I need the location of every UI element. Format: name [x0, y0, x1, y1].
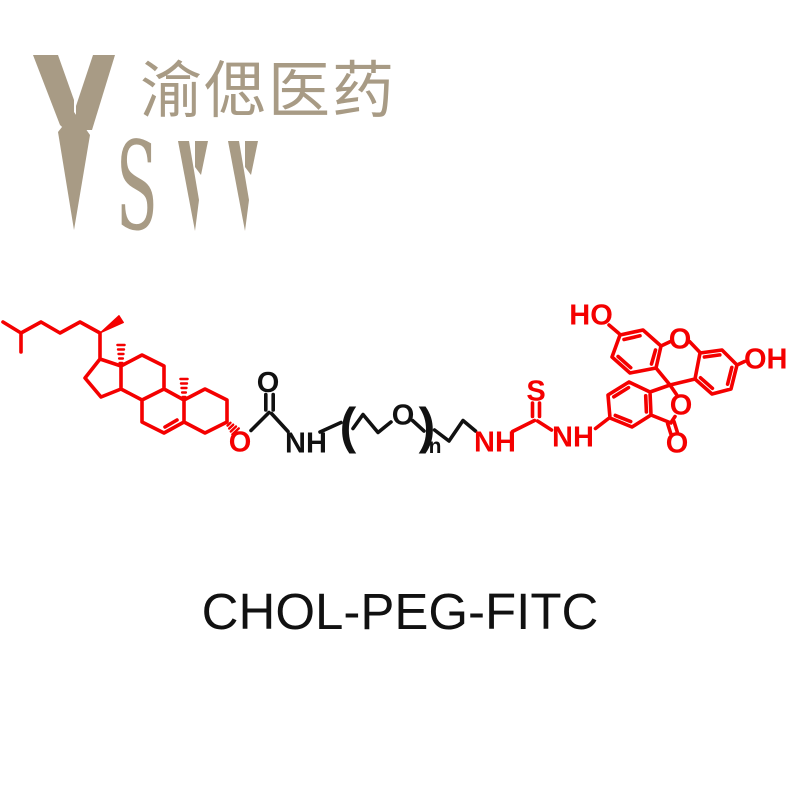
hash-methyl-c18	[116, 343, 126, 365]
fitc-aromatic-inner-bonds	[612, 334, 734, 424]
brand-v-glyph-1	[178, 141, 208, 231]
brand-v-glyph-2	[228, 141, 258, 231]
ester-to-carbonyl-bond	[249, 410, 271, 433]
atom-label-thiourea-nh: NH	[552, 422, 594, 454]
cholesterol-rings-path	[1, 320, 229, 435]
nh-to-peg-bond	[318, 420, 343, 434]
carbonyl-double-bond	[264, 392, 275, 412]
atom-label-ester-o: O	[229, 427, 252, 459]
peg-close-paren: )	[419, 398, 436, 454]
atom-label-amine-nh: NH	[474, 427, 516, 459]
peg-open-paren: (	[340, 398, 357, 454]
peg-n-subscript: n	[429, 435, 442, 458]
v2-left-stroke	[228, 141, 249, 231]
brand-name-cn: 渝偲医药	[140, 54, 396, 127]
fitc-rings-path	[606, 323, 747, 429]
cholesterol-double-bond-inner	[163, 418, 179, 429]
atom-label-carbonyl-o: O	[257, 367, 280, 399]
emblem-body-tip	[58, 112, 90, 230]
nh-to-ring-bond	[593, 416, 611, 431]
v1-left-stroke	[178, 141, 199, 231]
atom-label-xanthene-o: O	[669, 324, 692, 356]
atom-labels-red: O NH S NH HO O OH O O	[229, 300, 788, 460]
atom-label-carbamate-nh: NH	[285, 428, 327, 460]
v2-right-stroke	[245, 141, 258, 175]
v1-right-stroke	[195, 141, 208, 175]
peg-to-amine-chain	[432, 418, 478, 443]
brand-logo: 渝偲医药 S	[33, 54, 396, 258]
lactone-carbonyl-double-bond	[665, 419, 680, 436]
thiocarbon-to-nh-bond	[535, 419, 554, 432]
atom-label-lactone-carbonyl-o: O	[666, 428, 689, 460]
atom-labels-black: O NH ( O ) n	[257, 367, 442, 460]
atom-label-lactone-o: O	[670, 390, 693, 422]
carbonyl-to-nh-bond	[269, 411, 290, 434]
wedge-methyl-bond	[99, 315, 124, 334]
atom-label-peg-o: O	[392, 400, 415, 432]
carbamate-peg-bonds	[249, 392, 478, 443]
thiourea-bonds	[510, 401, 611, 434]
emblem-right-arm	[76, 55, 115, 130]
thiocarbonyl-double-bond	[530, 401, 542, 419]
emblem-left-arm	[33, 55, 74, 138]
brand-s-glyph: S	[116, 115, 158, 258]
cholesterol-skeleton	[1, 315, 240, 436]
atom-label-hydroxyl-left: HO	[569, 300, 613, 332]
brand-v-emblem-icon	[33, 55, 115, 230]
peg-o-exit-bond	[410, 418, 426, 433]
fitc-skeleton	[606, 323, 747, 436]
atom-label-hydroxyl-right: OH	[744, 344, 788, 376]
peg-repeat-chain	[351, 412, 393, 435]
nh-to-thiocarbon-bond	[510, 418, 537, 434]
atom-label-thiocarbonyl-s: S	[526, 376, 545, 408]
hash-wedge-c3-o	[226, 421, 240, 436]
hash-methyl-c19	[179, 377, 189, 399]
product-title: CHOL-PEG-FITC	[202, 583, 599, 640]
